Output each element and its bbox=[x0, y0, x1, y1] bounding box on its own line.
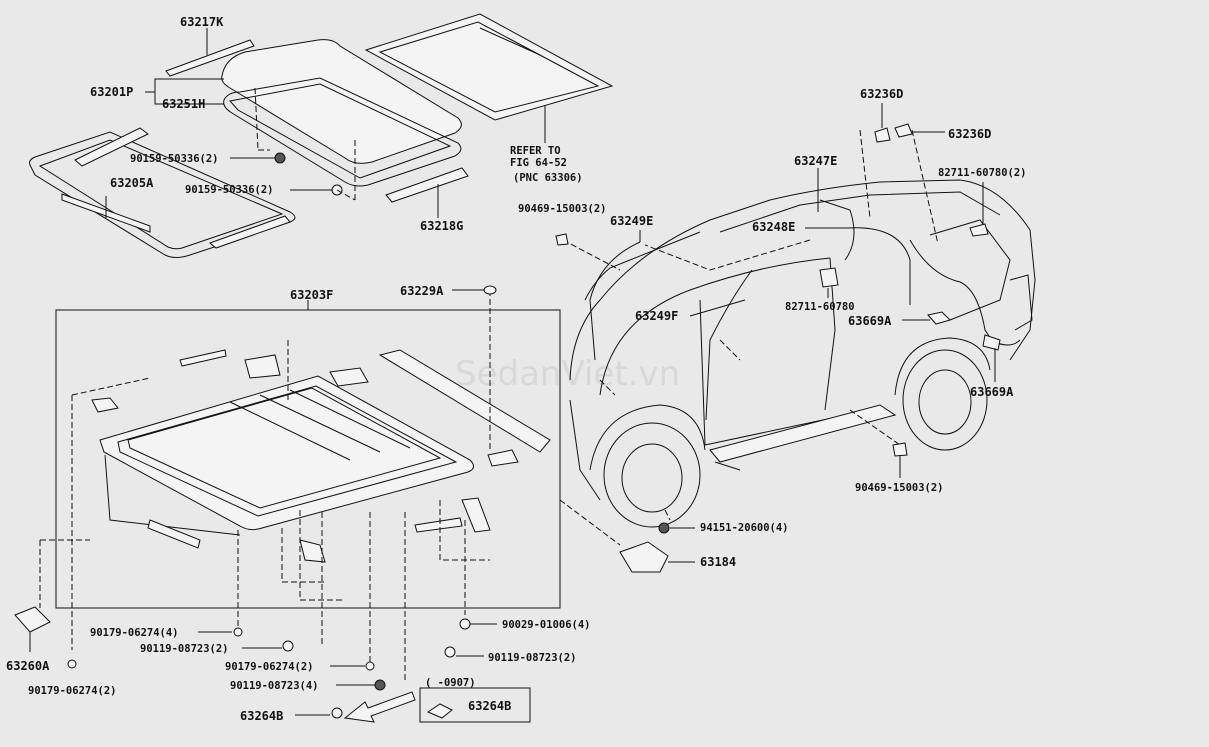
label-63229A: 63229A bbox=[400, 284, 444, 298]
label-63251H: 63251H bbox=[162, 97, 205, 111]
label-82711-b: 82711-60780 bbox=[785, 301, 855, 313]
label-90179-c: 90179-06274(2) bbox=[28, 685, 117, 697]
label-refer-3: (PNC 63306) bbox=[513, 172, 583, 184]
label-63247E: 63247E bbox=[794, 154, 837, 168]
label-90029: 90029-01006(4) bbox=[502, 619, 591, 631]
label-82711-a: 82711-60780(2) bbox=[938, 167, 1027, 179]
label-90179-b: 90179-06274(2) bbox=[225, 661, 314, 673]
label-63249E: 63249E bbox=[610, 214, 653, 228]
label-90159-a: 90159-50336(2) bbox=[130, 153, 219, 165]
label-90119-b: 90119-08723(4) bbox=[230, 680, 319, 692]
label-63201P: 63201P bbox=[90, 85, 133, 99]
label-90469-a: 90469-15003(2) bbox=[518, 203, 607, 215]
label-63217K: 63217K bbox=[180, 15, 224, 29]
label-63203F: 63203F bbox=[290, 288, 333, 302]
label-63249F: 63249F bbox=[635, 309, 678, 323]
label-63236D-a: 63236D bbox=[860, 87, 903, 101]
label-63218G: 63218G bbox=[420, 219, 463, 233]
label-63184: 63184 bbox=[700, 555, 736, 569]
glass-panel-group bbox=[29, 13, 614, 258]
label-63248E: 63248E bbox=[752, 220, 795, 234]
label-date-range: ( -0907) bbox=[425, 677, 476, 689]
label-refer-1: REFER TO bbox=[510, 145, 561, 157]
label-90179-a: 90179-06274(4) bbox=[90, 627, 179, 639]
label-63669A-a: 63669A bbox=[848, 314, 892, 328]
label-94151: 94151-20600(4) bbox=[700, 522, 789, 534]
label-90119-a: 90119-08723(2) bbox=[140, 643, 229, 655]
label-90469-b: 90469-15003(2) bbox=[855, 482, 944, 494]
label-63260A: 63260A bbox=[6, 659, 50, 673]
label-refer-2: FIG 64-52 bbox=[510, 157, 567, 169]
label-90119-c: 90119-08723(2) bbox=[488, 652, 577, 664]
label-63264B-b: 63264B bbox=[468, 699, 511, 713]
watermark: SedanViet.vn bbox=[455, 354, 680, 394]
label-63669A-b: 63669A bbox=[970, 385, 1014, 399]
label-90159-b: 90159-50336(2) bbox=[185, 184, 274, 196]
housing-assembly bbox=[91, 349, 551, 563]
label-63205A: 63205A bbox=[110, 176, 154, 190]
label-63264B-a: 63264B bbox=[240, 709, 283, 723]
vehicle-body bbox=[569, 179, 1036, 528]
label-63236D-b: 63236D bbox=[948, 127, 991, 141]
